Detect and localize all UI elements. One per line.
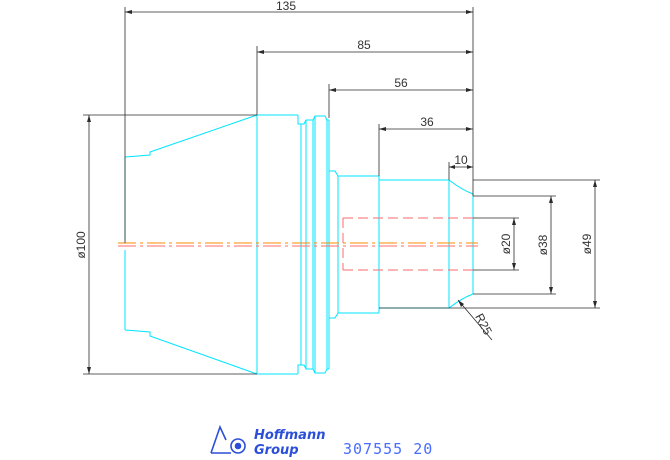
- body-lower-profile: [329, 312, 379, 319]
- dimension-label-56: 56: [394, 76, 408, 90]
- arrowhead: [125, 10, 132, 14]
- arrowhead: [549, 196, 553, 203]
- part-number: 307555 20: [343, 440, 433, 458]
- arrowhead: [87, 115, 91, 122]
- arrowhead: [87, 367, 91, 374]
- dimension-label-135: 135: [276, 0, 296, 13]
- arrowhead: [449, 165, 455, 169]
- dimension-label-dia-38: ø38: [536, 234, 550, 255]
- dimension-label-10: 10: [454, 153, 468, 167]
- arrowhead: [593, 301, 597, 308]
- dimension-label-dia-49: ø49: [580, 233, 594, 254]
- arrowhead: [257, 50, 264, 54]
- centerline: [118, 242, 478, 247]
- body-upper-profile: [329, 170, 379, 177]
- arrowhead: [466, 88, 473, 92]
- flange-right-face: [297, 115, 302, 374]
- radius-blend-lower: [448, 293, 474, 309]
- part-outline: [124, 114, 474, 375]
- arrowhead: [512, 263, 516, 270]
- dimension-label-85: 85: [357, 38, 371, 52]
- arrowhead: [466, 10, 473, 14]
- logo-ring: [230, 438, 246, 454]
- arrowhead: [593, 180, 597, 187]
- arrowhead: [329, 88, 336, 92]
- hidden-bore: [342, 217, 473, 271]
- taper-lower-edge: [124, 329, 258, 375]
- collar-upper-profile: [301, 115, 329, 125]
- dimension-arrowheads: [87, 10, 597, 374]
- dimension-lines: [83, 7, 600, 375]
- arrowhead: [458, 300, 464, 307]
- taper-upper-edge: [124, 114, 258, 158]
- arrowhead: [512, 218, 516, 225]
- collar-lower-profile: [301, 364, 329, 374]
- arrowhead: [467, 165, 473, 169]
- radius-blend-upper: [448, 179, 474, 195]
- logo-hub: [234, 442, 242, 450]
- arrowhead: [466, 50, 473, 54]
- dimension-label-36: 36: [420, 115, 434, 129]
- logo-lambda-stroke: [210, 424, 227, 454]
- dimension-label-dia-100: ø100: [74, 231, 88, 259]
- arrowhead: [466, 127, 473, 131]
- logo-wordmark-hoffmann: Hoffmann: [254, 428, 325, 443]
- hoffmann-group-logo-icon: [210, 424, 246, 454]
- logo-wordmark-group: Group: [254, 443, 299, 458]
- dimension-labels: 135 85 56 36 10 ø100 ø20 ø38 ø49 R25: [74, 0, 594, 337]
- dimension-label-dia-20: ø20: [499, 233, 513, 254]
- arrowhead: [549, 287, 553, 294]
- title-block: Hoffmann Group 307555 20: [210, 424, 433, 458]
- arrowhead: [379, 127, 386, 131]
- radius-leader-line: [457, 299, 493, 341]
- radius-label-r25: R25: [472, 311, 495, 337]
